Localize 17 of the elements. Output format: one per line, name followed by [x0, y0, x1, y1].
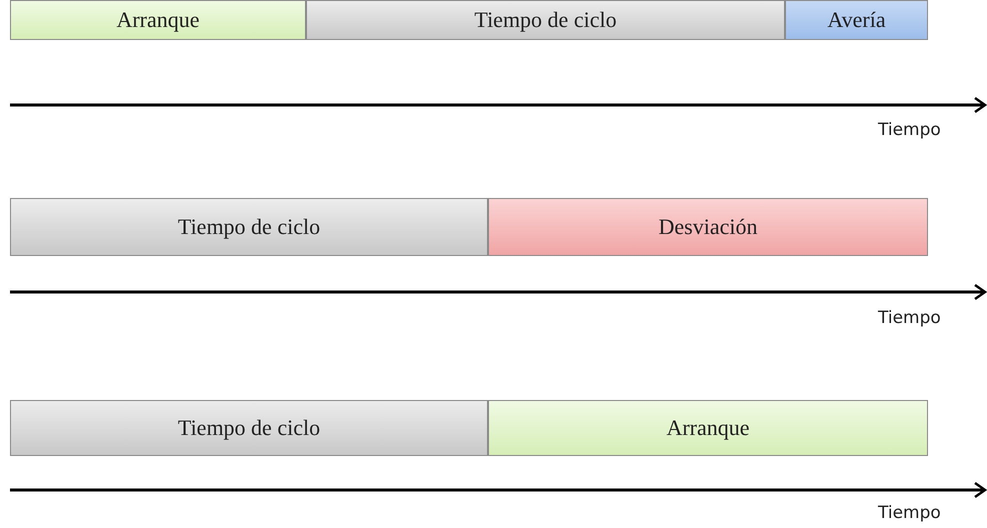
time-segment-bar — [306, 0, 785, 40]
time-segment-bar — [10, 400, 488, 456]
segment-label: Tiempo de ciclo — [474, 7, 617, 33]
segment-label: Desviación — [658, 214, 758, 240]
segment-label: Arranque — [666, 415, 750, 441]
time-segment-bar — [785, 0, 928, 40]
segment-label: Arranque — [116, 7, 200, 33]
time-segment-bar — [10, 198, 488, 256]
axis-label: Tiempo — [878, 308, 941, 328]
time-segment-bar — [488, 198, 928, 256]
axis-label: Tiempo — [878, 503, 941, 523]
axis-label: Tiempo — [878, 120, 941, 140]
segment-label: Tiempo de ciclo — [178, 214, 320, 240]
time-segment-bar — [10, 0, 306, 40]
segment-label: Tiempo de ciclo — [178, 415, 320, 441]
time-segment-bar — [488, 400, 928, 456]
segment-label: Avería — [827, 7, 886, 33]
